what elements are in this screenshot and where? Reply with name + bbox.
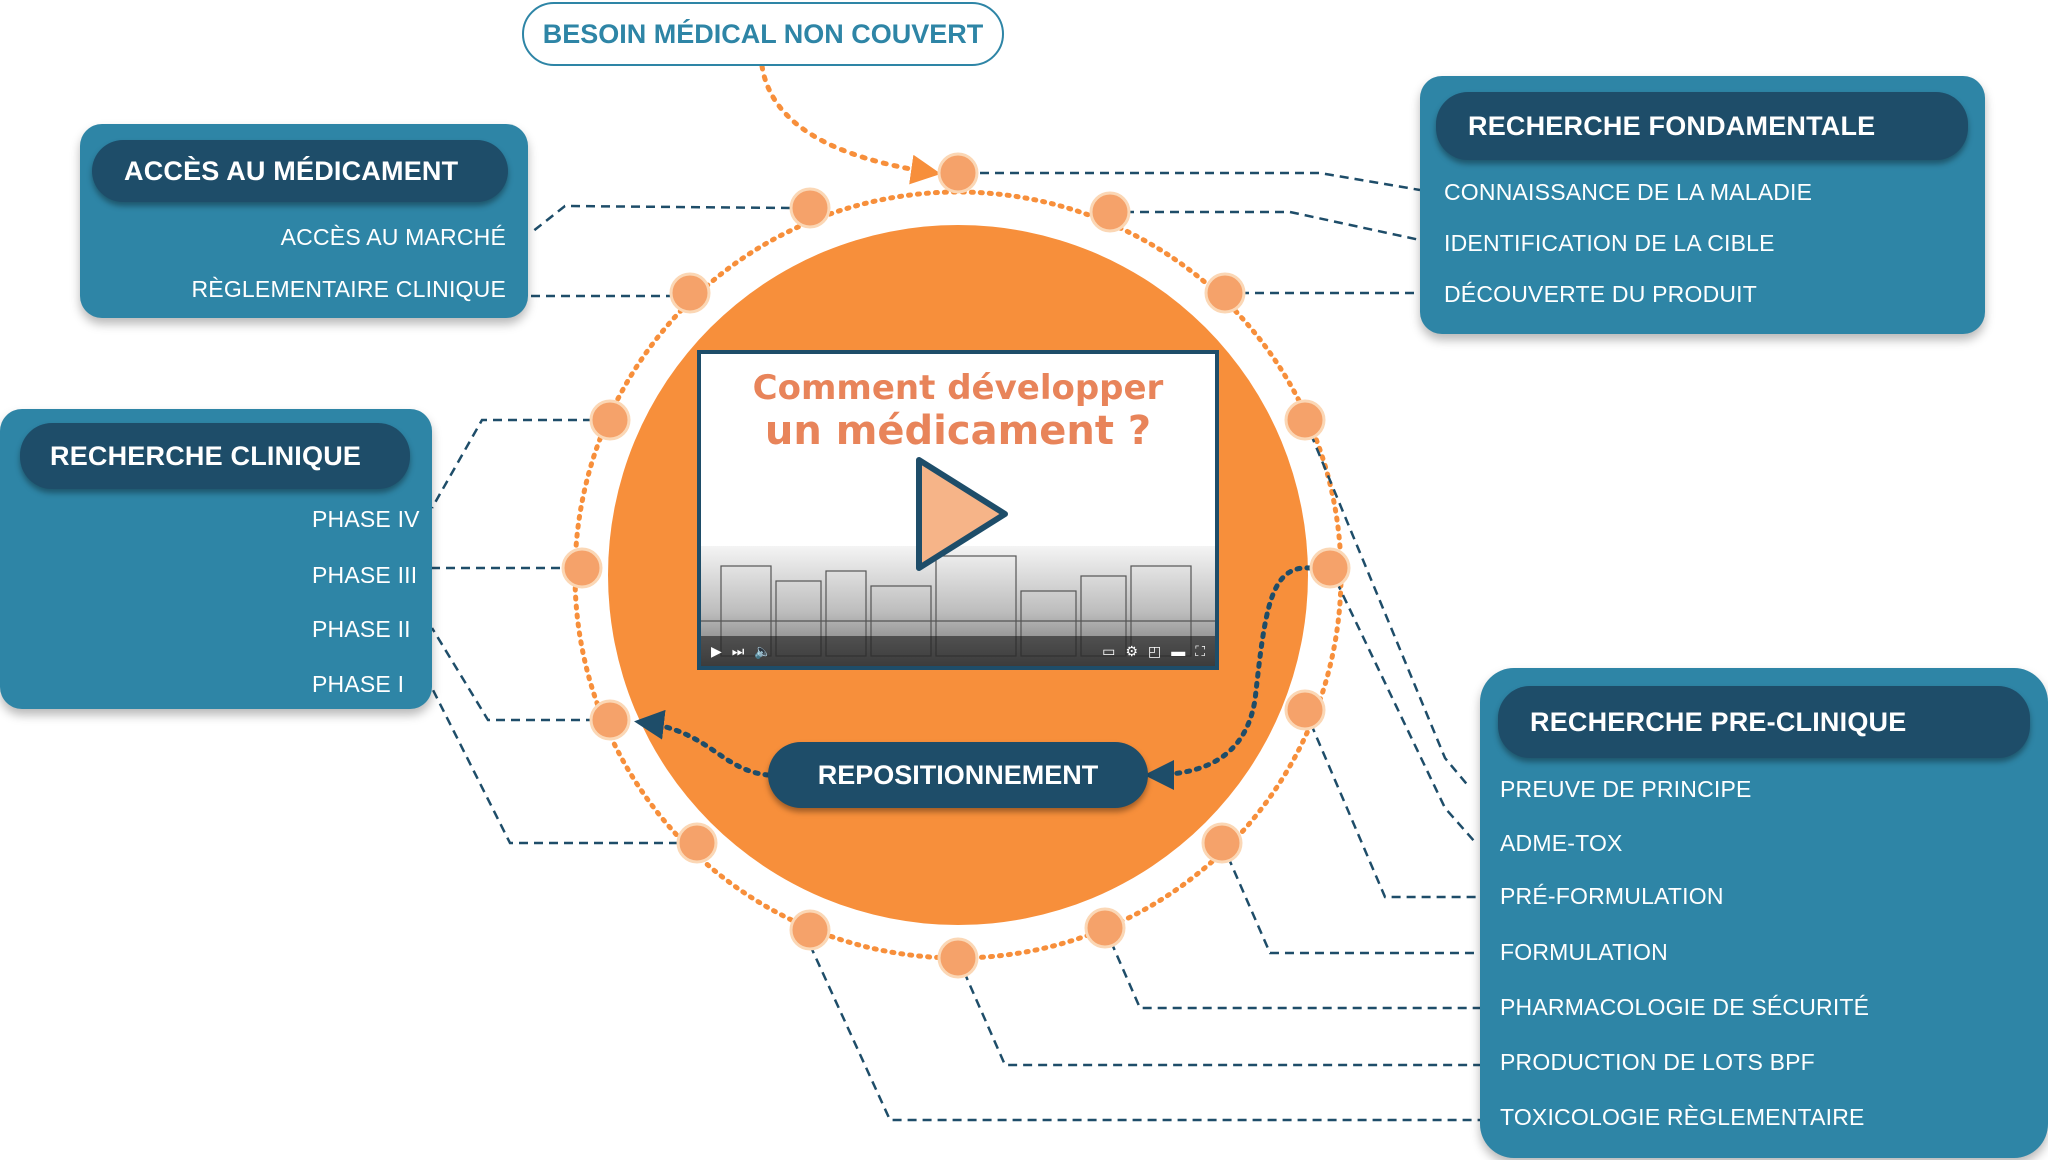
dot-10 (676, 822, 718, 864)
preclinical-research-title: RECHERCHE PRE-CLINIQUE (1498, 686, 2030, 758)
dot-11 (589, 699, 631, 741)
dot-14 (669, 272, 711, 314)
need-arrow (759, 63, 941, 185)
ring-dots (561, 152, 1351, 979)
preclinical-item: ADME-TOX (1500, 830, 1623, 856)
preclinical-research-panel: RECHERCHE PRE-CLINIQUE PREUVE DE PRINCIP… (1480, 668, 2048, 1158)
fundamental-research-panel: RECHERCHE FONDAMENTALE CONNAISSANCE DE L… (1420, 76, 1985, 334)
miniplayer-icon[interactable]: ◰ (1147, 642, 1162, 659)
fullscreen-icon[interactable]: ⛶ (1195, 642, 1205, 659)
dot-4 (1309, 547, 1351, 589)
access-item: RÈGLEMENTAIRE CLINIQUE (191, 276, 506, 302)
dot-9 (789, 909, 831, 951)
video-title-line1: Comment développer (752, 368, 1164, 408)
fundamental-item: IDENTIFICATION DE LA CIBLE (1444, 230, 1775, 256)
drug-access-title: ACCÈS AU MÉDICAMENT (92, 140, 508, 202)
access-item: ACCÈS AU MARCHÉ (280, 224, 506, 250)
clinical-research-title: RECHERCHE CLINIQUE (20, 423, 410, 489)
dot-7 (1084, 907, 1126, 949)
video-title-line2: un médicament ? (764, 408, 1152, 454)
dot-top (937, 152, 979, 194)
connector-lines (430, 171, 1480, 1122)
volume-icon[interactable]: 🔈 (754, 642, 772, 659)
video-player[interactable]: Comment développer un médicament ? ▶ ⏭ 🔈… (697, 350, 1219, 670)
dot-15 (789, 187, 831, 229)
clinical-phase-item: PHASE IV (312, 506, 420, 532)
next-icon[interactable]: ⏭ (731, 642, 745, 659)
subtitles-icon[interactable]: ▭ (1102, 642, 1116, 659)
dot-12 (561, 547, 603, 589)
dot-3 (1284, 399, 1326, 441)
play-icon[interactable] (911, 454, 1011, 574)
preclinical-item: PRODUCTION DE LOTS BPF (1500, 1049, 1815, 1075)
clinical-phase-item: PHASE III (312, 562, 418, 588)
fundamental-item: CONNAISSANCE DE LA MALADIE (1444, 179, 1813, 205)
preclinical-item: FORMULATION (1500, 939, 1668, 965)
theater-icon[interactable]: ▬ (1171, 643, 1186, 659)
play-control-icon[interactable]: ▶ (711, 642, 722, 659)
dot-6 (1201, 822, 1243, 864)
drug-access-panel: ACCÈS AU MÉDICAMENT ACCÈS AU MARCHÉ RÈGL… (80, 124, 528, 318)
preclinical-item: PREUVE DE PRINCIPE (1500, 776, 1752, 802)
repo-arrow-out (634, 709, 771, 778)
preclinical-item: PRÉ-FORMULATION (1500, 883, 1724, 909)
clinical-phase-item: PHASE II (312, 616, 411, 642)
fundamental-research-title: RECHERCHE FONDAMENTALE (1436, 92, 1968, 160)
repositioning-label: REPOSITIONNEMENT (768, 742, 1148, 808)
dot-2 (1204, 272, 1246, 314)
settings-icon[interactable]: ⚙ (1125, 642, 1138, 659)
fundamental-item: DÉCOUVERTE DU PRODUIT (1444, 281, 1758, 307)
preclinical-item: PHARMACOLOGIE DE SÉCURITÉ (1500, 994, 1870, 1020)
repo-arrow-in (1144, 565, 1313, 790)
clinical-phase-item: PHASE I (312, 671, 405, 697)
preclinical-item: TOXICOLOGIE RÈGLEMENTAIRE (1500, 1104, 1865, 1130)
video-controls: ▶ ⏭ 🔈 ▭ ⚙ ◰ ▬ ⛶ (701, 636, 1215, 666)
dot-5 (1284, 689, 1326, 731)
dot-bottom (937, 937, 979, 979)
dot-1 (1089, 191, 1131, 233)
clinical-research-panel: RECHERCHE CLINIQUE PHASE IV PHASE III PH… (0, 409, 432, 709)
unmet-need-label: BESOIN MÉDICAL NON COUVERT (522, 2, 1004, 66)
dot-13 (589, 399, 631, 441)
